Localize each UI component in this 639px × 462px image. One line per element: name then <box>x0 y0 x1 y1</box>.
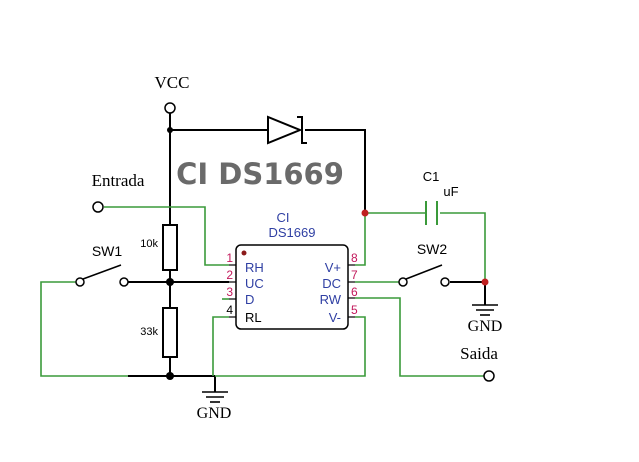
junction-vplus <box>361 209 369 217</box>
pin-name-vplus: V+ <box>325 260 341 275</box>
junction-gnd <box>166 372 174 380</box>
pin-num-3: 3 <box>226 285 233 299</box>
sw1-terminal-left <box>75 277 85 287</box>
cap-unit-label: uF <box>443 184 458 199</box>
ground-symbol-right <box>472 304 498 316</box>
junctions <box>166 127 489 380</box>
pin-num-7: 7 <box>351 268 358 282</box>
ic-ds1669 <box>229 244 355 330</box>
resistor-10k <box>162 224 178 271</box>
green-wires <box>40 206 486 377</box>
sw2-terminal-right <box>440 277 450 287</box>
r-bottom-label: 33k <box>140 326 158 338</box>
wire-pin4-gnd <box>212 316 229 376</box>
pin-num-1: 1 <box>226 251 233 265</box>
ic-label-line1: CI <box>277 210 290 225</box>
pin-name-rh: RH <box>245 260 264 275</box>
wire-pin6-saida <box>355 297 484 377</box>
diode-triangle <box>267 115 303 145</box>
sw1-label: SW1 <box>92 243 123 259</box>
r-top-label: 10k <box>140 238 158 250</box>
cap-name-label: C1 <box>423 169 440 184</box>
pin-num-8: 8 <box>351 251 358 265</box>
junction-vcc <box>167 127 173 133</box>
pin-num-2: 2 <box>226 268 233 282</box>
entrada-terminal <box>92 201 104 213</box>
ic-body <box>235 244 349 330</box>
ic-label-line2: DS1669 <box>269 225 316 240</box>
junction-mid <box>166 278 174 286</box>
saida-terminal <box>483 370 495 382</box>
pin-name-dc: DC <box>322 276 341 291</box>
pin-name-uc: UC <box>245 276 264 291</box>
switch-sw1 <box>75 264 129 287</box>
pin-num-4: 4 <box>226 303 233 317</box>
wire-cap-right <box>440 212 486 282</box>
capacitor <box>425 201 438 225</box>
diode-bar <box>297 116 307 144</box>
pin-name-rl: RL <box>245 310 262 325</box>
vcc-terminal <box>164 102 176 114</box>
wire-sw1-left <box>40 281 128 377</box>
saida-label: Saida <box>460 344 498 363</box>
sw1-lever <box>82 264 122 280</box>
vcc-label: VCC <box>155 73 190 92</box>
pin-num-5: 5 <box>351 303 358 317</box>
wire-pin8-vplus <box>355 213 366 266</box>
resistor-33k <box>162 307 178 358</box>
sw2-label: SW2 <box>417 241 448 257</box>
diode <box>267 115 307 145</box>
wire-diode-right <box>305 129 366 213</box>
sw1-terminal-right <box>119 277 129 287</box>
switch-sw2 <box>398 264 450 287</box>
diagram-title: CI DS1669 <box>176 157 344 191</box>
ground-symbol-left <box>202 391 228 403</box>
pin-name-d: D <box>245 292 254 307</box>
ic-pin1-dot <box>241 250 247 256</box>
gnd-left-label: GND <box>197 405 232 422</box>
gnd-right-label: GND <box>468 318 503 335</box>
pin-name-rw: RW <box>320 292 342 307</box>
wire-entrada-pin1 <box>104 206 229 266</box>
entrada-label: Entrada <box>92 171 145 190</box>
pin-name-vminus: V- <box>329 310 341 325</box>
sw2-terminal-left <box>398 277 408 287</box>
pin-num-6: 6 <box>351 285 358 299</box>
wire-pin5-gnd <box>215 316 366 377</box>
junction-sw2 <box>481 278 489 286</box>
sw2-lever <box>405 264 443 280</box>
